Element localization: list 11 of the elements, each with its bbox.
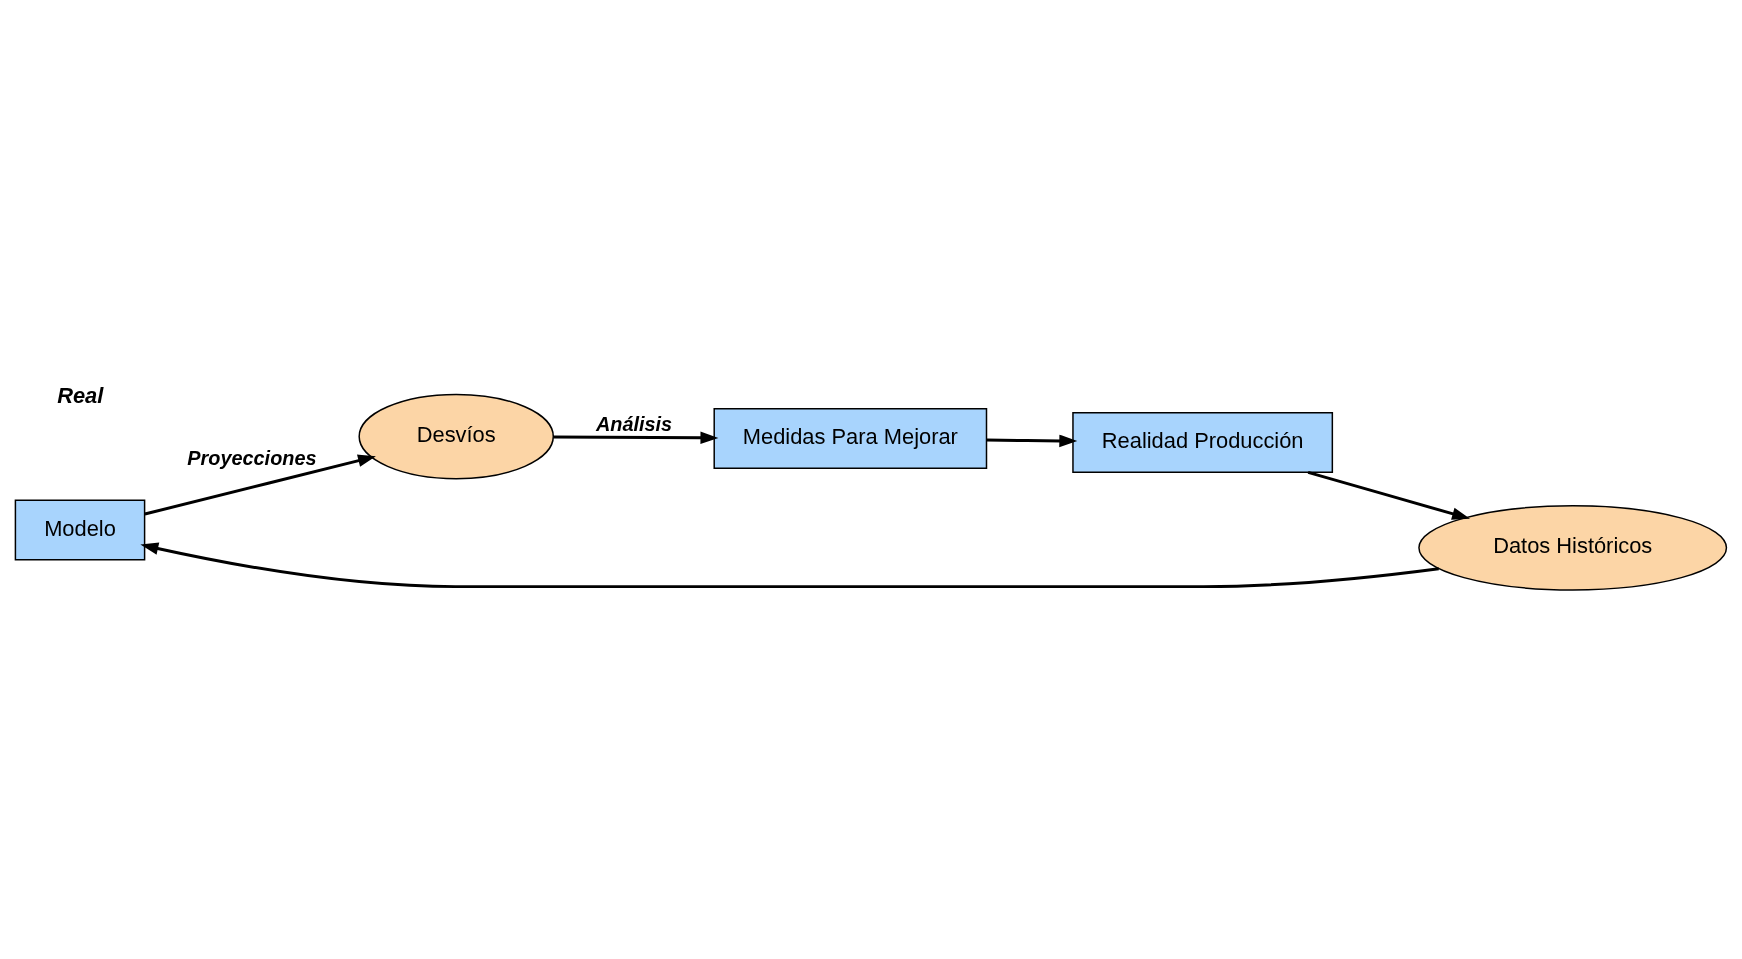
arrow bbox=[986, 434, 1078, 448]
edge-label: Análisis bbox=[595, 412, 673, 435]
node-box: Realidad Producción bbox=[1072, 411, 1334, 474]
arrow bbox=[1307, 471, 1470, 520]
arrow bbox=[140, 542, 1439, 589]
node-box: Medidas Para Mejorar bbox=[713, 408, 988, 470]
edge-label: Proyecciones bbox=[187, 447, 317, 470]
arrow bbox=[553, 431, 719, 445]
arrow bbox=[144, 454, 376, 516]
label: Real bbox=[57, 383, 104, 409]
node-box: Modelo bbox=[14, 499, 146, 561]
